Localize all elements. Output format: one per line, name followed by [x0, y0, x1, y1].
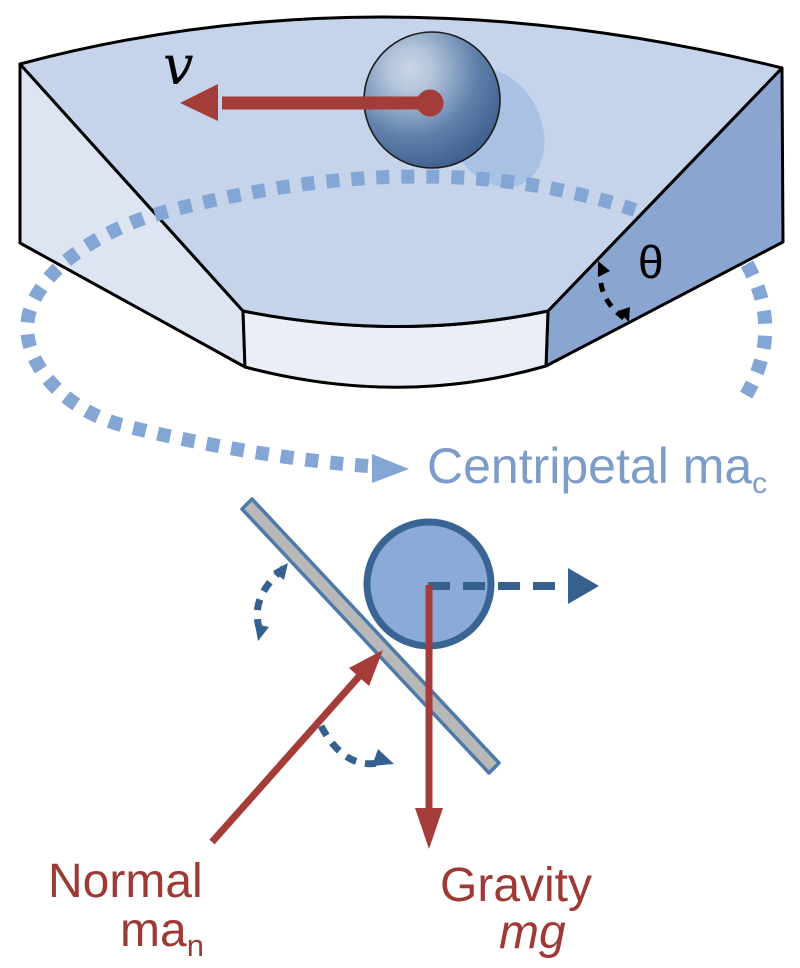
- bank-angle-arrow-top: [598, 261, 610, 277]
- normal-arrow-shaft: [209, 669, 366, 845]
- centripetal-dashed-arrow: [428, 568, 599, 604]
- bank-angle-arc: [597, 261, 630, 322]
- circular-path-dashes-right: [736, 260, 773, 406]
- rotation-arc-upper: [253, 563, 288, 641]
- centripetal-dashed-arrow-head: [568, 568, 599, 604]
- gravity-arrow-head: [415, 808, 443, 849]
- gravity-arrow: [415, 585, 443, 849]
- centripetal-label-sub: c: [752, 467, 767, 500]
- centripetal-label-main: Centripetal ma: [427, 438, 752, 494]
- centripetal-label: Centripetal mac: [427, 438, 767, 500]
- gravity-symbol: mg: [499, 906, 566, 959]
- incline-plane: [240, 497, 501, 775]
- bank-angle-label: θ: [638, 236, 664, 288]
- normal-arrow-head: [349, 650, 383, 686]
- normal-symbol: man: [120, 904, 204, 963]
- bank-angle-arrow-bottom: [618, 307, 630, 322]
- velocity-arrow-head: [180, 84, 218, 121]
- normal-label: Normal: [48, 855, 203, 908]
- top-3d-view: v θ Centripetal mac: [18, 15, 785, 500]
- circular-path-dashes-main: [20, 169, 638, 473]
- velocity-origin-dot: [416, 89, 444, 117]
- gravity-label: Gravity: [440, 859, 592, 912]
- rotation-arc-lower: [317, 724, 394, 768]
- centripetal-path-arrow-head: [372, 454, 409, 483]
- normal-arrow: [209, 650, 383, 845]
- velocity-label: v: [163, 34, 194, 97]
- cross-section-view: Normal man Gravity mg: [48, 497, 599, 963]
- velocity-arrow: [180, 84, 444, 121]
